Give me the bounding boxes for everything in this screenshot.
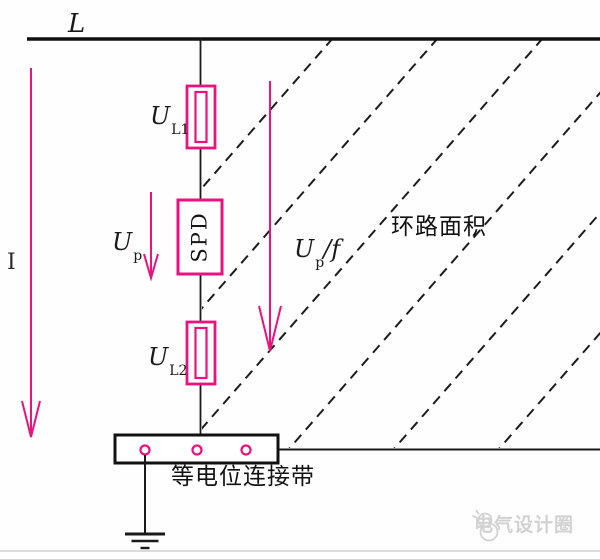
bonding-bar-label: 等电位连接带 [171,464,315,490]
earth-symbol [125,455,165,550]
hatch-line [202,40,334,448]
up-arrow [143,192,159,282]
current-arrow-i [21,68,41,438]
bar-terminal-middle [191,444,203,456]
bar-terminal-left [139,444,151,456]
spd-box [176,198,224,276]
hatch-line [392,40,600,448]
current-label-i: I [7,250,16,275]
hatch-line [202,40,544,448]
upf-arrow [258,81,282,352]
watermark-text: 电气设计圈 [474,515,575,536]
phase-label-l: L [68,9,86,39]
bottom-divider-line [0,550,600,552]
watermark-chick-icon [472,509,501,542]
upf-label: Up/f [294,235,341,271]
hatch-line [497,40,600,448]
ul1-component [185,84,217,150]
watermark: 电气设计圈 [474,510,574,537]
ul2-label: UL2 [148,343,188,379]
loop-area-label: 环路面积 [391,214,487,240]
up-label: Up [112,228,143,264]
loop-area-hatch [202,40,600,448]
hatch-line [202,40,439,448]
ul1-label: UL1 [150,102,190,138]
hatch-line [287,40,600,448]
ul2-component [185,320,217,386]
bar-terminal-right [240,444,252,456]
spd-label: SPD [188,211,213,263]
